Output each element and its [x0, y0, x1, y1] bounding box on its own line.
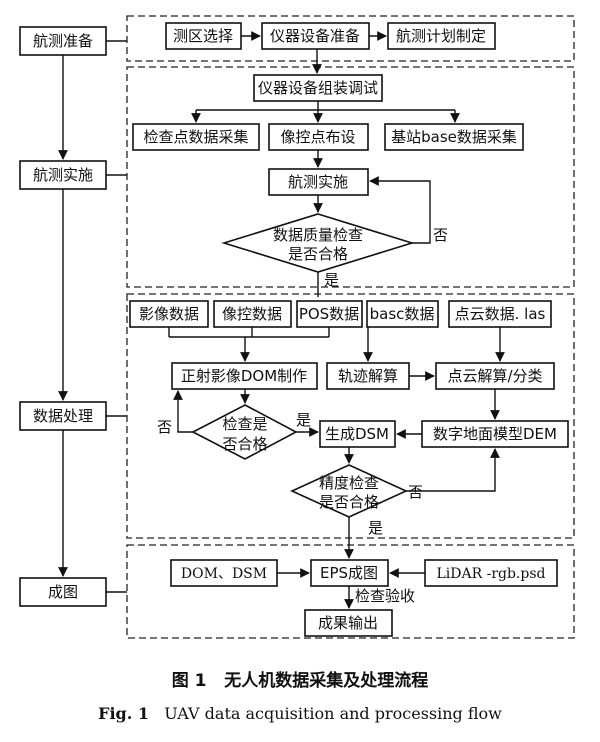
- flight-box: [268, 168, 369, 196]
- accuracy-check-label-2: 是否合格: [319, 493, 379, 511]
- dom-production-box: [171, 362, 318, 390]
- base-station-box: [384, 123, 524, 151]
- pos-data-box: [296, 300, 363, 328]
- output-box: [304, 609, 393, 637]
- flight-plan-box: [387, 22, 496, 50]
- accuracy-fail-loop: [406, 448, 500, 492]
- acceptance-label: 检查验收: [355, 587, 415, 605]
- equip-prep-box: [261, 22, 370, 50]
- basc-data-box: [366, 300, 439, 328]
- point-cloud-data-label: 点云数据. las: [455, 305, 546, 323]
- pos-data-label: POS数据: [299, 305, 359, 323]
- dom-production-label: 正射影像DOM制作: [181, 367, 307, 385]
- track-solve-label: 轨迹解算: [338, 367, 398, 385]
- cloud-solve-label: 点云解算/分类: [447, 367, 542, 385]
- dom-check-yes-label: 是: [296, 411, 311, 429]
- caption-en-text: UAV data acquisition and processing flow: [164, 704, 502, 723]
- quality-check-label-1: 数据质量检查: [273, 226, 363, 244]
- eps-mapping-box: [310, 559, 389, 587]
- accuracy-no-label: 否: [408, 483, 423, 501]
- stage-prep-label: 航测准备: [33, 32, 93, 50]
- assemble-box: [253, 74, 383, 102]
- dom-check-label-2: 否合格: [222, 435, 267, 453]
- implement-section-frame: [126, 66, 575, 288]
- stage-mapping-label: 成图: [48, 583, 78, 601]
- cloud-solve-box: [435, 362, 555, 390]
- caption-cn-text: 无人机数据采集及处理流程: [224, 671, 429, 691]
- lidar-label: LiDAR -rgb.psd: [436, 566, 545, 582]
- dem-label: 数字地面模型DEM: [433, 425, 557, 443]
- prep-section-frame: [126, 15, 575, 62]
- control-data-box: [213, 300, 292, 328]
- quality-no-label: 否: [433, 226, 448, 244]
- dom-check-no-label: 否: [157, 418, 172, 436]
- quality-yes-label: 是: [324, 271, 339, 289]
- dom-check-label-1: 检查是: [222, 415, 267, 433]
- check-points-box: [132, 123, 260, 151]
- caption-cn-number: 图 1: [171, 671, 207, 691]
- quality-check-label-2: 是否合格: [288, 245, 348, 263]
- accuracy-check-label-1: 精度检查: [319, 474, 379, 492]
- caption-en-number: Fig. 1: [98, 704, 150, 723]
- stage-implement-box: [19, 160, 107, 190]
- dsm-label: 生成DSM: [325, 425, 389, 443]
- accuracy-yes-label: 是: [368, 519, 383, 537]
- area-select-label: 测区选择: [173, 27, 233, 45]
- lidar-box: [424, 559, 558, 587]
- output-label: 成果输出: [318, 614, 378, 632]
- assemble-label: 仪器设备组装调试: [258, 79, 378, 97]
- control-data-label: 像控数据: [222, 305, 282, 323]
- control-points-box: [268, 123, 369, 151]
- caption-cn: 图 1 无人机数据采集及处理流程: [0, 666, 600, 691]
- image-data-box: [129, 300, 209, 328]
- track-solve-box: [326, 362, 410, 390]
- check-points-label: 检查点数据采集: [143, 128, 248, 146]
- quality-fail-loop: [369, 176, 431, 244]
- image-data-label: 影像数据: [139, 305, 199, 323]
- dom-check-fail-loop: [173, 390, 193, 433]
- dom-check-diamond: [191, 404, 298, 460]
- dom-dsm-label: DOM、DSM: [181, 566, 267, 582]
- caption-en: Fig. 1 UAV data acquisition and processi…: [0, 704, 600, 723]
- base-station-label: 基站base数据采集: [391, 128, 517, 146]
- stage-implement-label: 航测实施: [33, 166, 93, 184]
- area-select-box: [165, 22, 242, 50]
- stage-prep-box: [19, 26, 107, 56]
- flight-label: 航测实施: [288, 173, 348, 191]
- eps-mapping-label: EPS成图: [320, 564, 378, 582]
- equip-prep-label: 仪器设备准备: [270, 27, 360, 45]
- dsm-box: [319, 420, 396, 448]
- control-points-label: 像控点布设: [280, 128, 355, 146]
- basc-data-label: basc数据: [370, 305, 435, 323]
- flight-plan-label: 航测计划制定: [396, 27, 486, 45]
- dom-dsm-box: [170, 559, 278, 587]
- mapping-section-frame: [126, 544, 575, 639]
- stage-process-label: 数据处理: [33, 407, 93, 425]
- point-cloud-data-box: [448, 300, 552, 328]
